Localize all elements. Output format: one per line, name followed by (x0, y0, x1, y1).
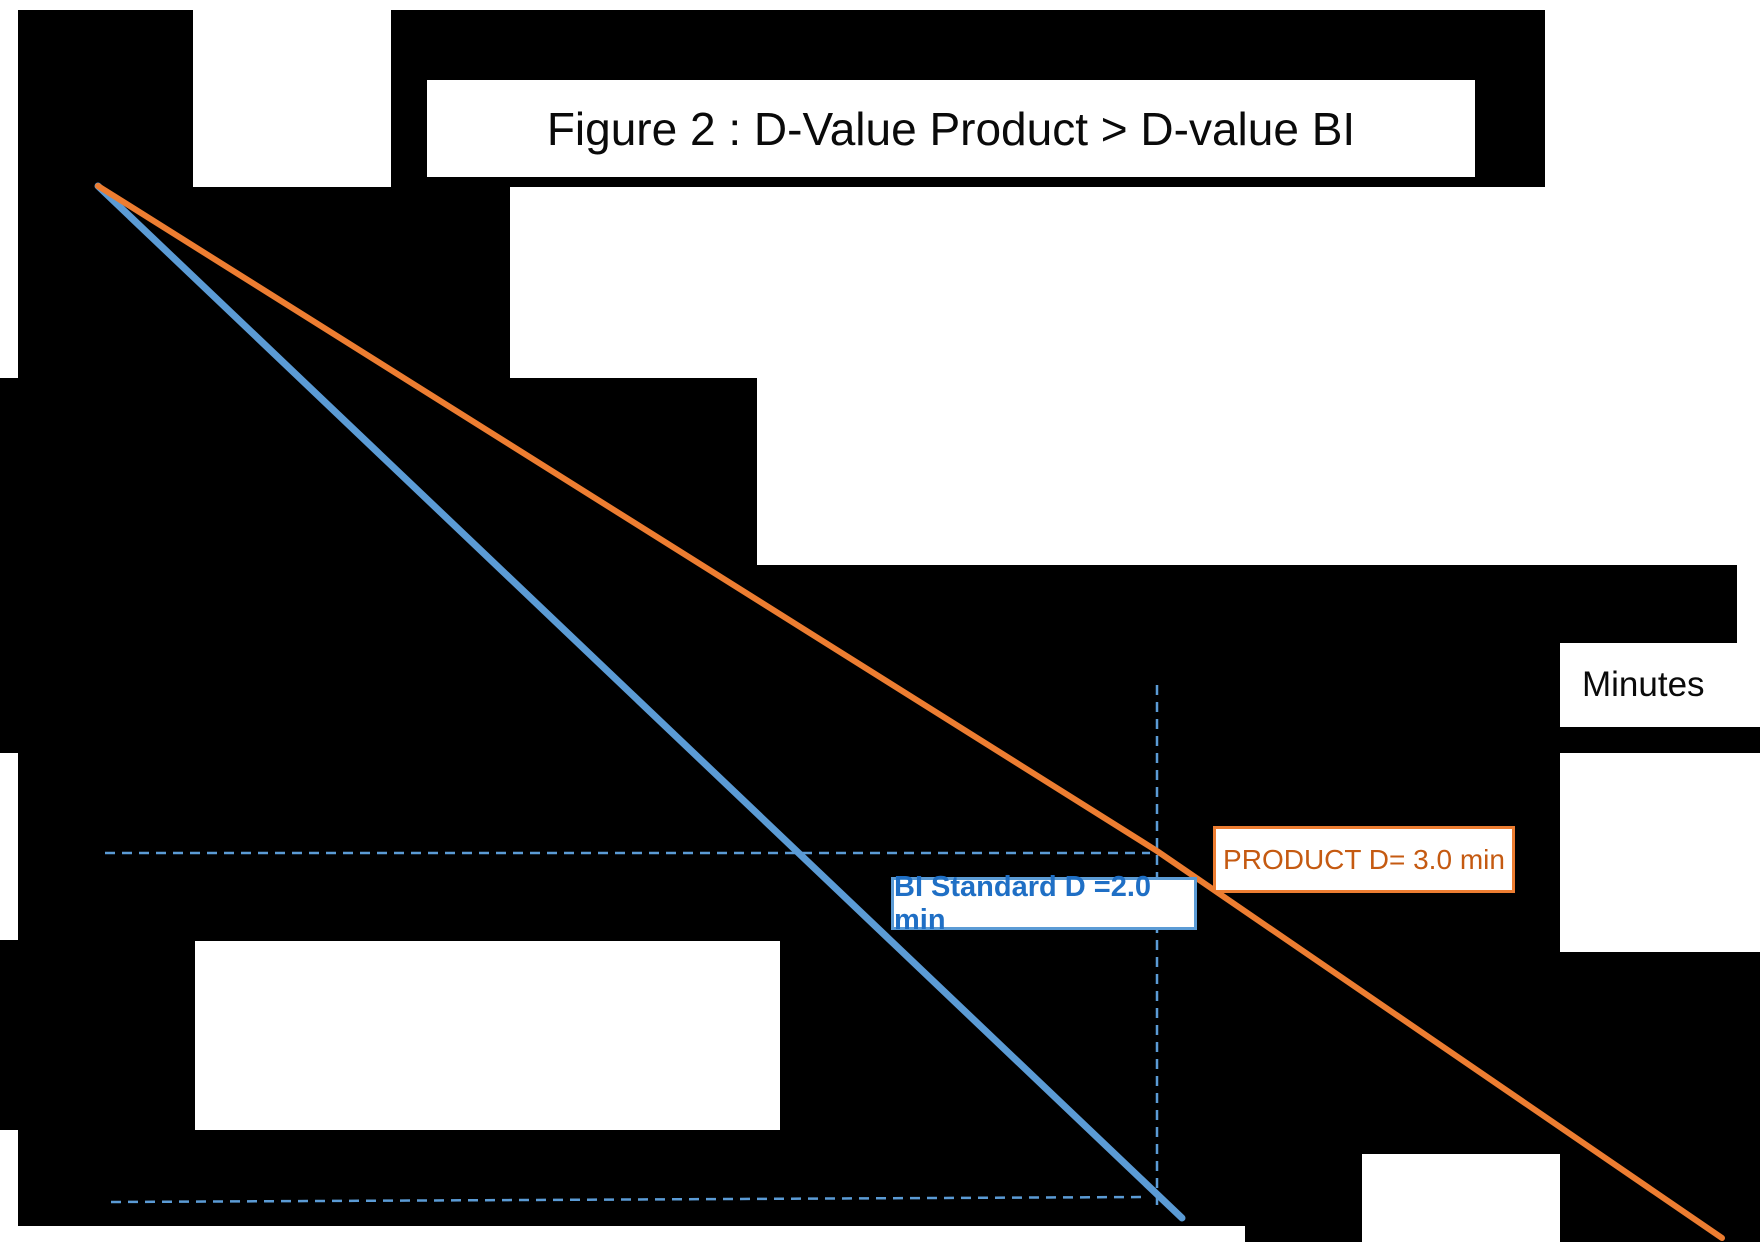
x-axis-label: Minutes (1582, 665, 1705, 704)
redaction-mid-main (757, 187, 1545, 565)
product-curve (95, 183, 1725, 1241)
redaction-top-right (1545, 0, 1760, 565)
redaction-bottom-mid-block (1362, 1154, 1560, 1242)
redaction-top-notch (193, 10, 391, 187)
figure-title: Figure 2 : D-Value Product > D-value BI (427, 80, 1475, 177)
redaction-bottom-band (0, 1226, 1245, 1242)
product-callout: PRODUCT D= 3.0 min (1213, 826, 1515, 893)
redaction-left-strip-b (0, 753, 18, 940)
redaction-right-block (1560, 753, 1760, 952)
redaction-mid-left (510, 187, 757, 378)
redaction-top-band (0, 0, 1760, 10)
redaction-left-strip-a (0, 10, 18, 378)
bi-standard-callout: BI Standard D =2.0 min (891, 871, 1197, 936)
product-callout-text: PRODUCT D= 3.0 min (1223, 843, 1505, 875)
figure-title-text: Figure 2 : D-Value Product > D-value BI (546, 102, 1356, 155)
redaction-bottom-left-block (195, 941, 780, 1130)
guide-bottom (110, 1195, 1146, 1204)
redaction-left-strip-c (0, 1130, 18, 1242)
x-axis-label-box: Minutes (1560, 643, 1760, 727)
bi-standard-curve (94, 182, 1186, 1222)
redaction-right-strip (1737, 565, 1760, 643)
bi-standard-callout-text: BI Standard D =2.0 min (894, 870, 1152, 936)
